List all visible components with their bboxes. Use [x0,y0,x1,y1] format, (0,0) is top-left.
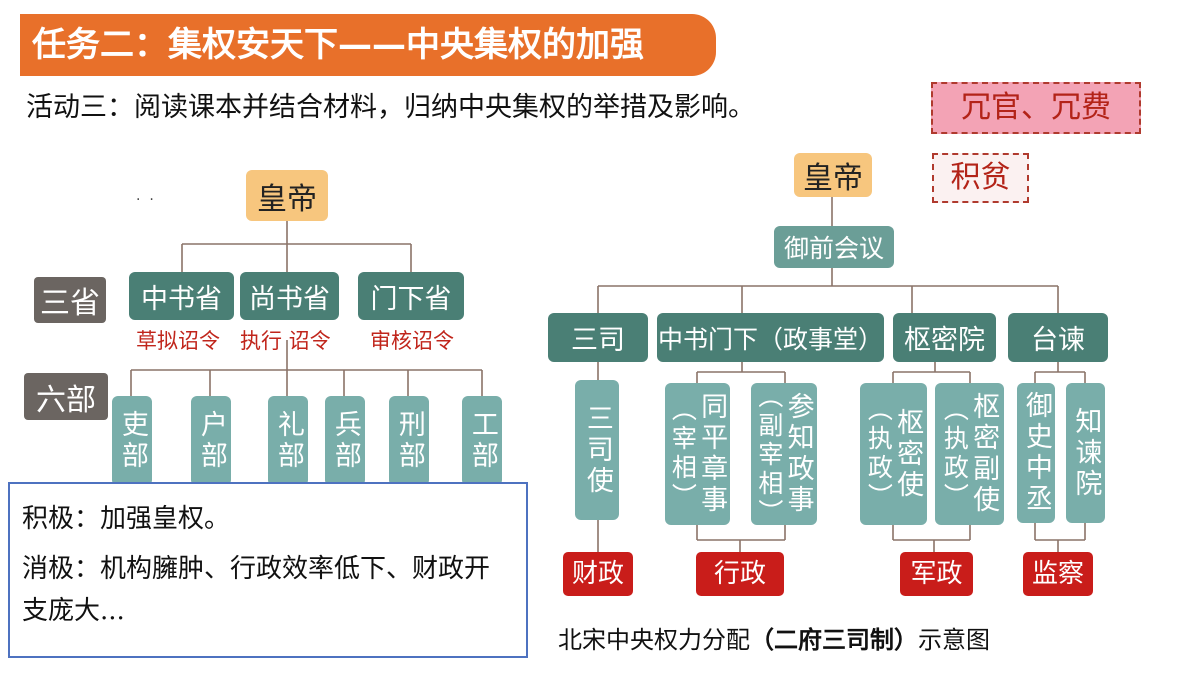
hu-bu-node: 户部 [191,396,231,486]
negative-effect-text: 消极：机构臃肿、行政效率低下、财政开支庞大... [22,554,491,626]
canzhi-zhengshi-title: 参知政事 [782,392,814,516]
shumi-fushi-node: 枢密副使 （执政） [935,383,1004,525]
taijian-node: 台谏 [1008,313,1108,362]
canzhi-zhengshi-role: （副宰相） [754,383,784,528]
bing-bu-node: 兵部 [325,396,365,486]
activity-instruction: 活动三：阅读课本并结合材料，归纳中央集权的举措及影响。 [26,92,755,123]
shumiyuan-node: 枢密院 [893,313,996,362]
canzhi-zhengshi-node: 参知政事 （副宰相） [751,383,817,528]
right-emperor-node: 皇帝 [794,153,872,197]
li-ritual-bu-node: 礼部 [268,396,308,486]
positive-effect-text: 积极：加强皇权。 [22,504,231,534]
zhongshu-sheng-node: 中书省 [129,272,234,320]
diagram-caption: 北宋中央权力分配（二府三司制）示意图 [558,620,990,655]
shangshu-sheng-node: 尚书省 [240,272,339,320]
tong-pingzhangshi-role: （宰相） [668,396,698,512]
zhongshu-duty-label: 草拟诏令 [136,329,220,353]
stray-dots: · · [136,192,154,208]
shumi-fushi-title: 枢密副使 [968,392,1000,516]
zhongshu-menxia-node: 中书门下（政事堂） [657,313,884,362]
li-bu-node: 吏部 [112,396,152,486]
menxia-sheng-node: 门下省 [358,272,464,320]
military-function-box: 军政 [900,552,973,596]
left-emperor-node: 皇帝 [246,170,328,221]
shumi-shi-role: （执政） [864,396,894,512]
tong-pingzhangshi-node: 同平章事 （宰相） [665,383,730,525]
finance-function-box: 财政 [563,552,633,596]
sansi-shi-node: 三司使 [575,380,619,520]
task-title-banner: 任务二：集权安天下——中央集权的加强 [20,14,716,76]
yushi-zhongcheng-node: 御史中丞 [1017,383,1055,523]
shumi-shi-node: 枢密使 （执政） [860,383,927,525]
supervision-function-box: 监察 [1023,552,1093,596]
menxia-duty-label: 审核诏令 [370,329,454,353]
evaluation-box: 积极：加强皇权。 消极：机构臃肿、行政效率低下、财政开支庞大... [8,482,528,658]
caption-prefix: 北宋中央权力分配 [558,626,750,654]
caption-suffix: 示意图 [918,626,990,654]
shumi-shi-title: 枢密使 [892,407,924,501]
san-sheng-label: 三省 [34,277,106,323]
administration-function-box: 行政 [696,552,784,596]
caption-bold: （二府三司制） [750,626,918,654]
zhi-jianyuan-node: 知谏院 [1066,383,1105,523]
tong-pingzhangshi-title: 同平章事 [696,392,728,516]
shangshu-duty-label: 执行 诏令 [240,329,331,353]
xing-bu-node: 刑部 [389,396,429,486]
sansi-node: 三司 [548,313,648,362]
shumi-fushi-role: （执政） [940,396,970,512]
tag-poverty: 积贫 [932,153,1029,203]
gong-bu-node: 工部 [462,396,502,486]
tag-redundant-officials: 冗官、冗费 [931,82,1141,134]
liu-bu-label: 六部 [24,373,108,420]
imperial-council-node: 御前会议 [774,226,894,268]
